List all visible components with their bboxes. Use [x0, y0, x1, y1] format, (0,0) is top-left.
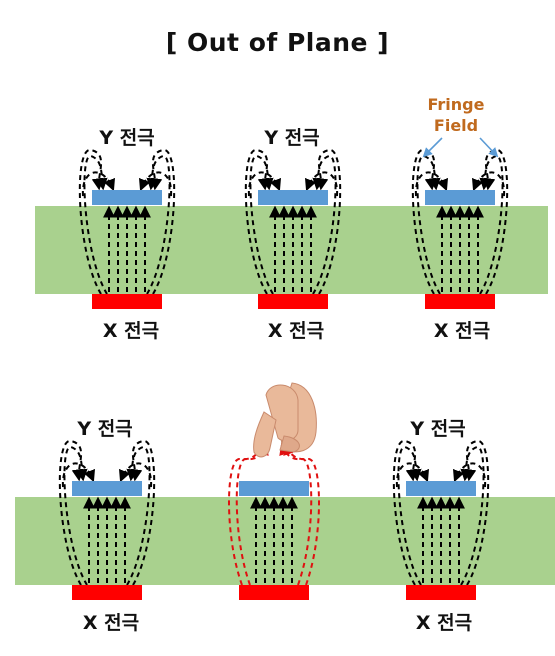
fringe-field-line	[139, 171, 173, 197]
y-electrode	[258, 190, 328, 205]
fringe-field-line	[453, 462, 487, 488]
x-electrode	[239, 585, 309, 600]
fringe-field-line	[397, 445, 422, 586]
fringe-field-line	[416, 154, 441, 295]
x-electrode-label-3: X 전극	[433, 320, 491, 342]
fringe-field-line	[150, 149, 176, 295]
y-electrode	[406, 481, 476, 496]
fringe-field-line	[119, 462, 153, 488]
y-electrode-label-2: Y 전극	[264, 127, 320, 149]
fringe-field-line	[472, 171, 506, 197]
fringe-field-line	[78, 149, 104, 295]
x-electrode	[258, 294, 328, 309]
fringe-field-line	[464, 440, 490, 586]
y-electrode	[425, 190, 495, 205]
x-electrode-label-2: X 전극	[267, 320, 325, 342]
fringe-label-line2: Field	[433, 116, 479, 135]
x-electrode-label-4: X 전극	[82, 612, 140, 634]
x-electrode-label-1: X 전극	[102, 320, 160, 342]
fringe-field-line	[411, 149, 437, 295]
y-electrode-label-1: Y 전극	[99, 127, 155, 149]
fringe-field-line	[392, 440, 418, 586]
y-electrode-label-6: Y 전극	[410, 418, 466, 440]
fringe-field-line	[312, 154, 337, 295]
fringe-field-line	[247, 171, 281, 197]
y-electrode	[72, 481, 142, 496]
fringe-field-line	[479, 154, 504, 295]
finger-icon	[253, 382, 317, 458]
x-electrode-label-6: X 전극	[415, 612, 473, 634]
fringe-field-line	[395, 462, 429, 488]
substrate-band-2	[15, 497, 555, 585]
fringe-field-line	[146, 154, 171, 295]
substrate-band-1	[35, 206, 548, 294]
fringe-field-line	[126, 445, 151, 586]
fringe-field-line	[305, 171, 339, 197]
fringe-field-line	[249, 154, 274, 295]
diagram-title: [ Out of Plane ]	[165, 28, 390, 57]
fringe-field-line	[61, 462, 95, 488]
fringe-field-line	[316, 149, 342, 295]
fringe-field-line	[244, 149, 270, 295]
x-electrode	[72, 585, 142, 600]
fringe-field-line	[130, 440, 156, 586]
y-electrode-label-4: Y 전극	[77, 418, 133, 440]
fringe-field-label: Fringe Field	[428, 94, 485, 136]
y-electrode	[239, 481, 309, 496]
fringe-field-line	[63, 445, 88, 586]
y-electrode	[92, 190, 162, 205]
fringe-field-line	[81, 171, 115, 197]
fringe-field-line	[460, 445, 485, 586]
fringe-label-line1: Fringe	[427, 95, 485, 114]
x-electrode	[425, 294, 495, 309]
fringe-field-line	[483, 149, 509, 295]
x-electrode	[92, 294, 162, 309]
fringe-field-line	[83, 154, 108, 295]
fringe-arrow-right	[479, 137, 499, 158]
fringe-field-line	[414, 171, 448, 197]
x-electrode	[406, 585, 476, 600]
fringe-field-line	[58, 440, 84, 586]
fringe-arrow-left	[422, 137, 443, 158]
